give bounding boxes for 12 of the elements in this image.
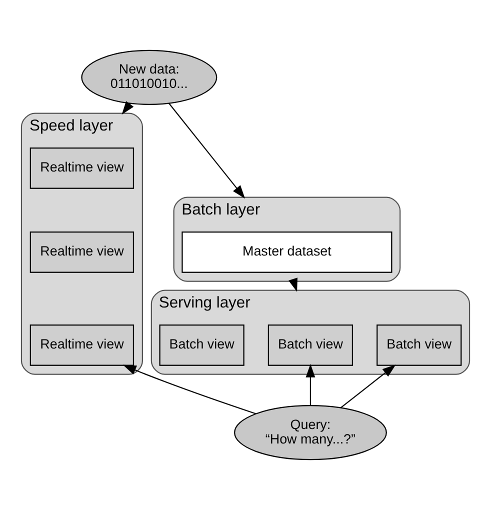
node-box: Master dataset	[182, 230, 392, 272]
arrow	[340, 364, 396, 408]
node-box: Batch view	[376, 324, 462, 366]
arrow	[168, 102, 246, 198]
node-box: Realtime view	[30, 146, 134, 188]
node-box: Realtime view	[30, 230, 134, 272]
node-box: Batch view	[159, 324, 244, 366]
node-ellipse: Query: “How many...?”	[234, 404, 387, 460]
arrow	[306, 363, 316, 405]
node-box: Realtime view	[30, 324, 134, 366]
node-box: Batch view	[268, 324, 354, 366]
arrow	[122, 364, 256, 414]
